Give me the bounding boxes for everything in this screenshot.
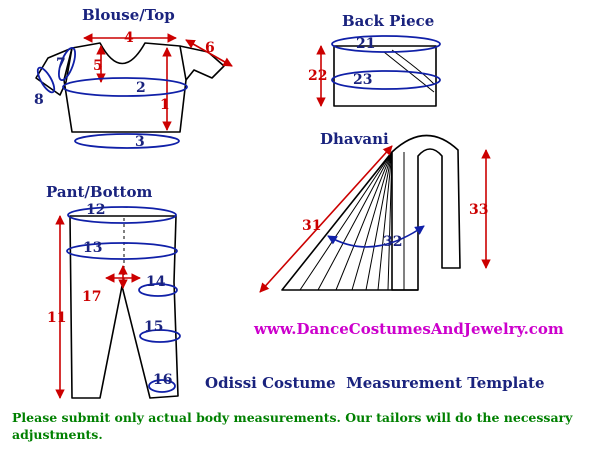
back-piece-measure-21: 21 [356,36,375,52]
dhavani-measure-33: 33 [469,202,488,218]
back-piece-section: Back Piece 21 23 22 [308,12,441,107]
back-piece-outline [333,45,437,107]
back-piece-measure-22: 22 [308,68,327,84]
dhavani-length-line [259,145,393,293]
dhavani-width-arc [327,225,425,248]
pant-ankle-ellipse [148,379,176,393]
blouse-bust-ellipse [62,77,188,97]
blouse-section: Blouse/Top 4 6 5 1 2 3 7 8 [34,6,233,150]
dhavani-section: Dhavani 31 32 33 [259,130,491,293]
blouse-measure-3: 3 [135,134,145,150]
pant-measure-12: 12 [86,202,105,218]
dhavani-measure-31: 31 [302,218,321,234]
pant-measure-14: 14 [146,274,166,290]
blouse-sleeve-line [185,39,233,67]
measurement-note: Please submit only actual body measureme… [12,410,573,442]
blouse-underbust-ellipse [74,133,180,149]
blouse-measure-8: 8 [34,92,44,108]
pant-section: Pant/Bottom 12 13 14 15 16 17 11 [46,183,181,399]
pant-hip-ellipse [66,242,178,260]
blouse-title: Blouse/Top [82,6,175,24]
pant-thigh-ellipse [138,283,178,297]
dhavani-hook-outline [391,134,461,291]
template-title: Odissi Costume Measurement Template [205,374,545,392]
pant-waist-ellipse [67,206,177,224]
website-link[interactable]: www.DanceCostumesAndJewelry.com [253,320,564,338]
pant-title: Pant/Bottom [46,183,152,201]
blouse-measure-4: 4 [124,30,134,46]
pant-outline [69,215,179,399]
pant-measure-15: 15 [144,319,163,335]
dhavani-title: Dhavani [320,130,389,148]
blouse-measure-2: 2 [136,80,146,96]
blouse-sleeve-ellipse [36,66,56,94]
blouse-measure-7: 7 [56,56,66,72]
back-piece-mid-ellipse [331,70,441,90]
blouse-right-sleeve [179,45,225,81]
back-piece-top-ellipse [331,35,441,53]
blouse-armhole-ellipse [58,46,76,82]
pant-measure-17: 17 [82,289,101,305]
back-piece-fold [391,49,435,85]
back-piece-title: Back Piece [342,12,434,30]
pant-measure-13: 13 [83,240,102,256]
pant-measure-16: 16 [153,372,172,388]
pant-measure-11: 11 [47,310,66,326]
back-piece-measure-23: 23 [353,72,372,88]
blouse-measure-5: 5 [93,58,103,74]
dhavani-measure-32: 32 [383,234,402,250]
pant-knee-ellipse [139,329,181,343]
blouse-measure-1: 1 [160,97,170,113]
blouse-measure-6: 6 [205,40,215,56]
back-piece-fold-2 [383,51,435,93]
